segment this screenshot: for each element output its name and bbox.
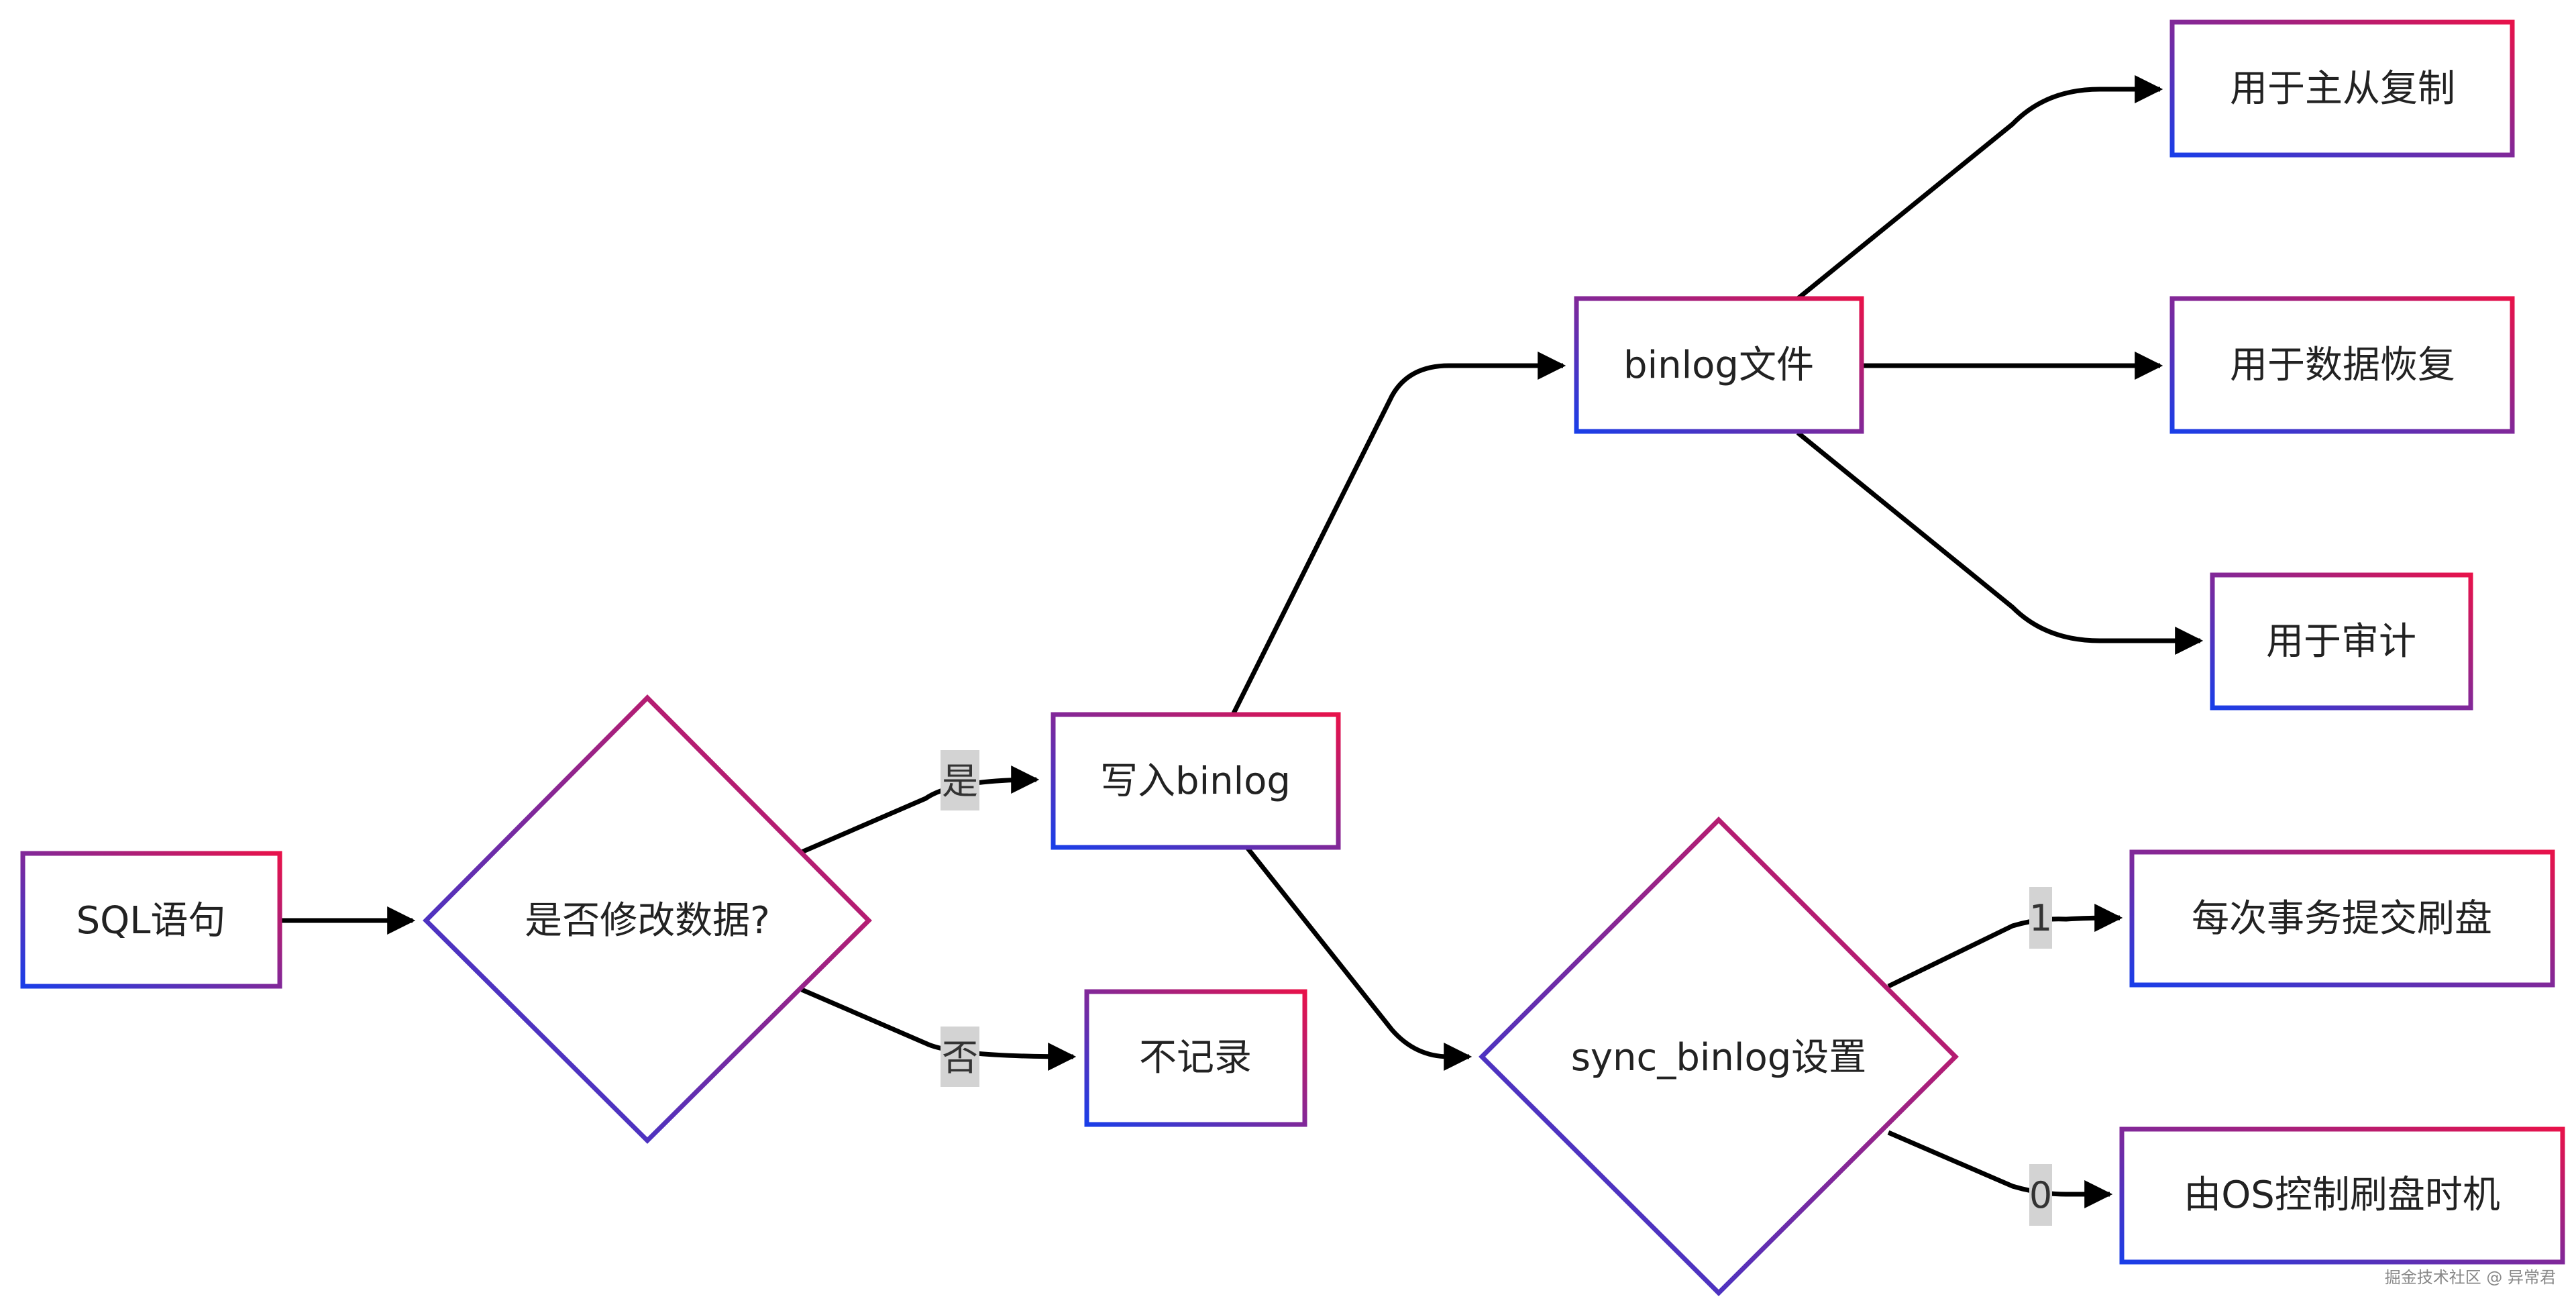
node-write-binlog-box	[1051, 712, 1341, 850]
node-flush-each-commit-box	[2129, 849, 2555, 988]
node-decision-modify[interactable]: 是否修改数据?	[423, 694, 872, 1144]
edge-label-zero-bg	[2029, 1164, 2052, 1226]
node-use-replication-box	[2169, 19, 2515, 158]
edge-labels: 是 否 1 0	[941, 750, 2052, 1226]
node-write-binlog[interactable]: 写入binlog	[1051, 712, 1341, 850]
node-flush-os-controlled[interactable]: 由OS控制刷盘时机	[2119, 1126, 2565, 1265]
edge-label-zero: 0	[2029, 1164, 2052, 1226]
node-write-binlog-label: 写入binlog	[1100, 759, 1291, 803]
edge-decision-to-write-binlog	[800, 766, 1040, 855]
edge-binlog-file-to-replication	[1796, 75, 2163, 301]
edge-label-yes-text: 是	[942, 760, 978, 802]
node-binlog-file[interactable]: binlog文件	[1574, 296, 1864, 434]
edge-label-yes: 是	[941, 750, 979, 810]
node-no-record-label: 不记录	[1139, 1036, 1252, 1080]
edge-write-binlog-to-binlog-file	[1230, 352, 1566, 716]
node-use-audit-label: 用于审计	[2266, 620, 2416, 664]
node-binlog-file-label: binlog文件	[1623, 344, 1814, 387]
node-use-recovery-box	[2169, 296, 2515, 434]
edge-label-one-bg	[2029, 887, 2052, 949]
node-sql-statement[interactable]: SQL语句	[20, 851, 282, 989]
node-no-record-box	[1084, 989, 1307, 1127]
node-use-replication-label: 用于主从复制	[2230, 67, 2455, 111]
edge-label-zero-text: 0	[2029, 1174, 2052, 1216]
node-flush-os-controlled-box	[2119, 1126, 2565, 1265]
node-binlog-file-box	[1574, 296, 1864, 434]
node-decision-modify-diamond	[423, 694, 872, 1144]
node-sync-binlog-label: sync_binlog设置	[1571, 1036, 1867, 1080]
edge-label-no-text: 否	[942, 1037, 978, 1079]
edge-label-one: 1	[2029, 887, 2052, 949]
node-no-record[interactable]: 不记录	[1084, 989, 1307, 1127]
node-use-audit[interactable]: 用于审计	[2210, 572, 2473, 711]
edge-label-yes-bg	[941, 750, 979, 810]
node-sql-box	[20, 851, 282, 989]
watermark: 掘金技术社区 @ 异常君	[2385, 1268, 2556, 1287]
nodes: SQL语句 是否修改数据? 写入binlog 不记录 binlog文件 sync…	[20, 19, 2565, 1296]
edge-label-no-bg	[941, 1027, 979, 1087]
node-use-recovery[interactable]: 用于数据恢复	[2169, 296, 2515, 434]
edge-write-binlog-to-sync-setting	[1244, 845, 1472, 1071]
node-decision-modify-label: 是否修改数据?	[525, 899, 770, 943]
edge-decision-to-no-record	[800, 987, 1077, 1071]
edges	[282, 75, 2204, 1208]
node-sql-label: SQL语句	[76, 899, 226, 943]
edge-label-no: 否	[941, 1027, 979, 1087]
edge-binlog-file-to-audit	[1796, 431, 2204, 655]
node-use-audit-box	[2210, 572, 2473, 711]
node-flush-each-commit[interactable]: 每次事务提交刷盘	[2129, 849, 2555, 988]
node-use-recovery-label: 用于数据恢复	[2230, 344, 2455, 387]
node-sync-binlog-diamond	[1479, 817, 1959, 1296]
node-flush-each-commit-label: 每次事务提交刷盘	[2192, 897, 2492, 941]
node-flush-os-controlled-label: 由OS控制刷盘时机	[2184, 1173, 2500, 1217]
edge-label-one-text: 1	[2029, 897, 2052, 939]
node-use-replication[interactable]: 用于主从复制	[2169, 19, 2515, 158]
node-sync-binlog-setting[interactable]: sync_binlog设置	[1479, 817, 1959, 1296]
edge-sync-to-flush-each	[1887, 904, 2123, 989]
edge-sync-to-flush-os	[1887, 1130, 2113, 1208]
